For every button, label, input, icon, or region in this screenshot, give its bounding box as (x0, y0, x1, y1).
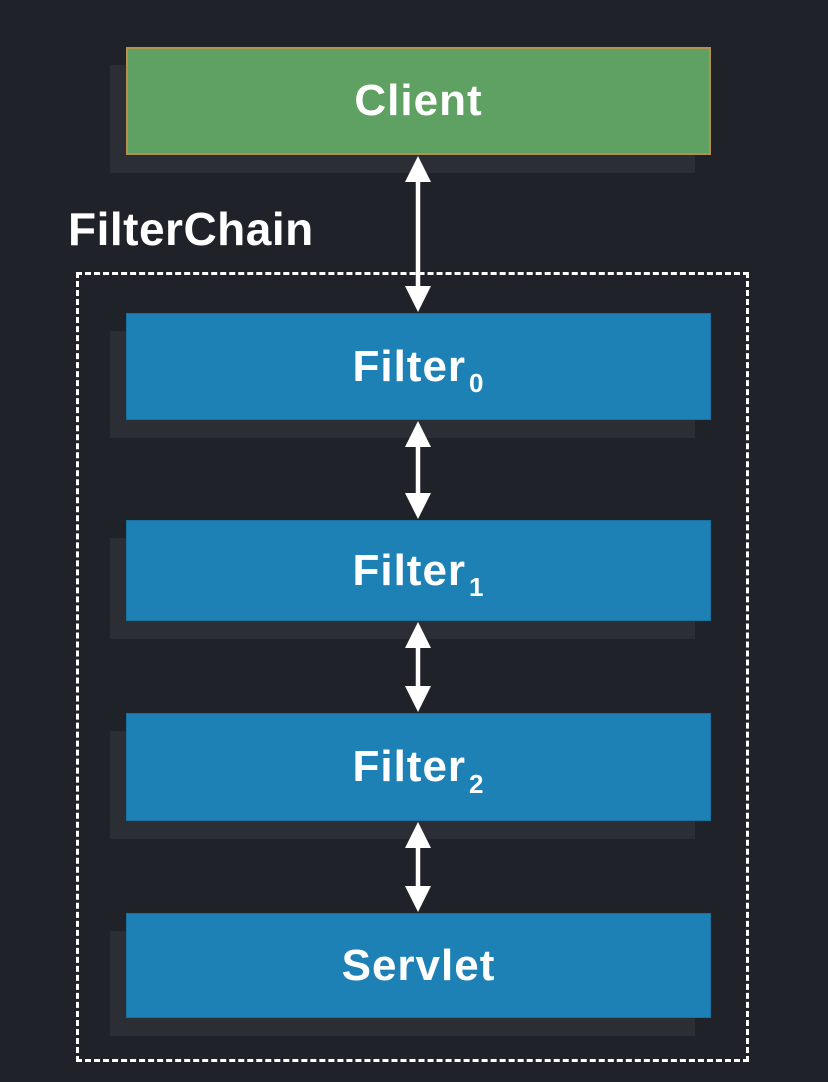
node-filter-0-subscript: 0 (469, 368, 485, 398)
node-client-label: Client (354, 76, 483, 125)
node-filter-2-subscript: 2 (469, 768, 485, 799)
double-arrow-icon-client-filter0 (402, 155, 434, 313)
node-filter-0-label: Filter (352, 341, 467, 391)
node-filter-2-label: Filter (352, 742, 467, 791)
double-arrow-icon-filter2-servlet (402, 821, 434, 913)
node-filter-1-subscript: 1 (469, 572, 485, 602)
filterchain-label: FilterChain (68, 203, 314, 255)
node-client: Client (126, 47, 711, 155)
filterchain-container (76, 272, 749, 1062)
node-filter-1-label: Filter (352, 545, 467, 595)
node-servlet-label: Servlet (341, 940, 496, 990)
double-arrow-icon-filter1-filter2 (402, 621, 434, 713)
double-arrow-icon-filter0-filter1 (402, 420, 434, 520)
node-servlet: Servlet (126, 913, 711, 1018)
